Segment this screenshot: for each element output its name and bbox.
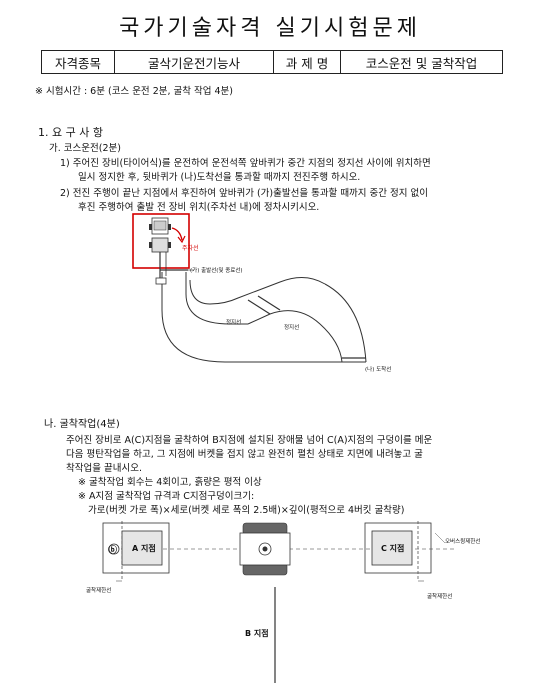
dig-limit-right-label: 굴착제한선 [427,594,453,600]
task-label: 과 제 명 [273,50,341,74]
stop-line-label-2: 정지선 [284,325,300,331]
overswing-limit-label: 오버스윙제한선 [445,539,481,545]
course-item-1-line1: 1) 주어진 장비(타이어식)를 운전하여 운전석쪽 앞바퀴가 중간 지점의 정… [60,158,431,169]
arrival-line-label: (나) 도착선 [365,367,392,373]
field-label: 자격종목 [41,50,115,74]
excavation-note-1: ※ 굴착작업 회수는 4회이고, 흙량은 평적 이상 [78,477,262,488]
excavation-heading: 나. 굴착작업(4분) [44,419,120,430]
excavation-note-2: ※ A지점 굴착작업 규격과 C지점구덩이크기: [78,491,255,502]
course-item-2-line2: 후진 주행하여 출발 전 장비 위치(주차선 내)에 정차시키시오. [78,202,320,213]
section1-heading: 1. 요 구 사 항 [38,126,103,139]
stop-line-label-1: 정지선 [226,320,242,326]
task-value: 코스운전 및 굴착작업 [340,50,503,74]
course-heading: 가. 코스운전(2분) [49,143,121,154]
course-item-1-line2: 일시 정지한 후, 뒷바퀴가 (나)도착선을 통과할 때까지 전진주행 하시오. [78,172,361,183]
dig-limit-left-label: 굴착제한선 [86,588,112,594]
excavation-diagram [102,521,455,683]
b-marker: ⓑ [108,546,118,556]
course-diagram [132,213,367,363]
parking-line-label: 주차선 [182,245,199,252]
excavation-line-3: 착작업을 끝내시오. [66,463,142,474]
excavation-line-1: 주어진 장비로 A(C)지점을 굴착하여 B지점에 설치된 장애물 넘어 C(A… [66,435,433,446]
start-line-label: (가) 출발선(및 종료선) [190,268,243,274]
exam-time-note: ※ 시험시간 : 6분 (코스 운전 2분, 굴착 작업 4분) [35,86,234,97]
point-c-label: C 지점 [381,544,405,553]
field-value: 굴삭기운전기능사 [114,50,274,74]
course-item-2-line1: 2) 전진 주행이 끝난 지점에서 후진하여 앞바퀴가 (가)출발선을 통과할 … [60,188,429,199]
excavation-spec: 가로(버켓 가로 폭)×세로(버켓 세로 폭의 2.5배)×깊이(평적으로 4버… [88,505,405,516]
point-a-label: A 지점 [132,544,156,553]
excavation-line-2: 다음 평탄작업을 하고, 그 지점에 버켓을 접지 않고 완전히 펼친 상태로 … [66,449,423,460]
header-table: 자격종목 굴삭기운전기능사 과 제 명 코스운전 및 굴착작업 [41,50,503,74]
point-b-label: B 지점 [245,629,269,638]
page-title: 국가기술자격 실기시험문제 [119,16,421,41]
